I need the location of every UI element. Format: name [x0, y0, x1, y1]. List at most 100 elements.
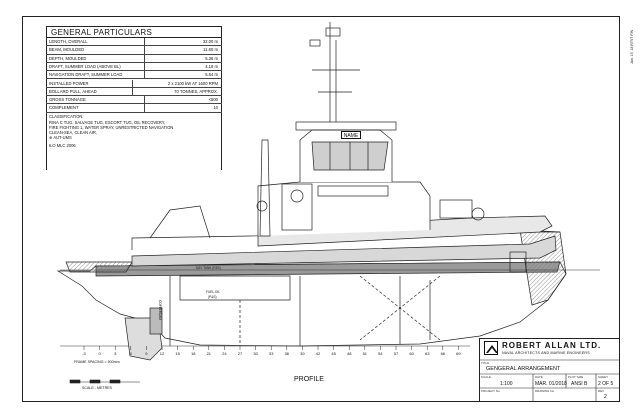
general-particulars-title: GENERAL PARTICULARS	[46, 26, 222, 38]
frame-number: 51	[363, 351, 368, 356]
frame-number: 57	[394, 351, 399, 356]
gp-value: 70 TONNES, APPROX.	[174, 88, 218, 94]
name-plate: NAME	[341, 131, 361, 139]
gp-value: 4.18 m	[205, 63, 218, 69]
classification-label: CLASSIFICATION:	[49, 114, 84, 119]
gp-label: GROSS TONNAGE	[49, 97, 86, 103]
title-block-grid	[479, 359, 620, 402]
gp-value: 32.00 m	[202, 39, 218, 44]
gp-row: BEAM, MOULDED 11.60 m	[46, 46, 222, 55]
scale-caption: SCALE - METRES	[82, 386, 112, 390]
general-particulars-table: GENERAL PARTICULARS LENGTH, OVERALL 32.00…	[46, 26, 222, 342]
frame-number: 0	[98, 351, 101, 356]
plot-caption: PLOT SIZE	[568, 375, 584, 379]
gp-value: 2 x 2100 kW AT 1600 RPM	[167, 80, 218, 86]
frame-number: 39	[300, 351, 305, 356]
frame-number: 3	[114, 351, 117, 356]
plot-value: ANSI B	[571, 381, 588, 387]
deckhouse-door	[281, 183, 313, 231]
gp-value: 5.54 m	[205, 72, 218, 78]
frame-number: 27	[238, 351, 243, 356]
gp-row: DRAFT, SUMMER LOAD (ABOVE BL) 4.18 m	[46, 62, 222, 72]
gp-label: INSTALLED POWER	[49, 80, 89, 86]
fender-lower	[131, 235, 557, 267]
frame-number: 18	[191, 351, 196, 356]
gp-row: BOLLARD PULL, AHEAD 70 TONNES, APPROX.	[46, 87, 222, 97]
frame-number: 24	[222, 351, 227, 356]
frame-number: 42	[316, 351, 321, 356]
deckhouse	[257, 181, 431, 236]
gp-label: LENGTH, OVERALL	[49, 39, 88, 44]
frame-number: 33	[269, 351, 274, 356]
wheelhouse-roof	[295, 121, 397, 131]
project-caption: PROJECT No.	[481, 389, 501, 393]
stern-deck-equipment	[149, 205, 211, 239]
title-block	[479, 338, 620, 402]
sheet-value: 2 OF 5	[598, 381, 614, 387]
frame-number: 36	[285, 351, 290, 356]
gp-row: DEPTH, MOULDED 5.36 m	[46, 54, 222, 63]
rev-value: 2	[604, 394, 607, 400]
gp-value: <500	[208, 97, 218, 103]
classification-line: FIRE FIGHTING 1, WATER SPRAY, UNRESTRICT…	[49, 125, 174, 130]
date-caption: DATE	[535, 375, 543, 379]
gp-value: 5.36 m	[205, 55, 218, 61]
scale-bar	[69, 379, 140, 384]
bow-thruster	[509, 251, 527, 273]
deckhouse-window-band	[317, 185, 389, 197]
aft-crane	[259, 139, 271, 237]
drawing-no-caption: DRAWING No.	[535, 389, 555, 393]
frame-spacing-note: FRAME SPACING = 500mm	[74, 360, 120, 364]
frame-number: 6	[130, 351, 133, 356]
gp-row: COMPLEMENT 10	[46, 104, 222, 113]
company-subtitle: NAVAL ARCHITECTS AND MARINE ENGINEERS	[502, 351, 590, 355]
gp-label: BOLLARD PULL, AHEAD	[49, 88, 97, 94]
title-caption: TITLE	[481, 361, 490, 365]
classification-line: RINA C TUG, SALVAGE TUG, ESCORT TUG, OIL…	[49, 120, 166, 125]
fuel-oil-label: FUEL OIL	[206, 290, 221, 294]
frame-number: 54	[378, 351, 383, 356]
gp-label: NAVIGATION DRAFT, SUMMER LOAD	[49, 72, 123, 78]
day-tank-label: DAY TANK (P&S)	[196, 266, 221, 270]
gp-row: INSTALLED POWER 2 x 2100 kW AT 1600 RPM	[46, 79, 222, 88]
fuel-oil-sub-label: (P&S)	[208, 295, 217, 299]
frame-number: -3	[82, 351, 86, 356]
frame-ticks	[83, 346, 459, 350]
gp-row: NAVIGATION DRAFT, SUMMER LOAD 5.54 m	[46, 71, 222, 80]
profile-label: PROFILE	[294, 376, 324, 383]
gp-row: GROSS TONNAGE <500	[46, 96, 222, 105]
gp-label: COMPLEMENT	[49, 105, 79, 111]
frame-number: 9	[145, 351, 148, 356]
drawing-title: GENGERAL ARRANGEMENT	[486, 366, 561, 372]
porthole	[290, 189, 304, 203]
drawing-border	[22, 16, 620, 402]
rev-caption: REV	[598, 389, 605, 393]
gp-label: DRAFT, SUMMER LOAD (ABOVE BL)	[49, 63, 121, 69]
frame-number: 21	[207, 351, 212, 356]
frame-number: 60	[409, 351, 414, 356]
frame-number: 12	[160, 351, 165, 356]
frame-number: 30	[253, 351, 258, 356]
gp-value: 11.60 m	[203, 47, 218, 53]
frame-number: 66	[441, 351, 446, 356]
sheet-caption: SHEET	[598, 375, 609, 379]
frame-number: 48	[347, 351, 352, 356]
scale-caption-tb: SCALE	[481, 375, 491, 379]
classification-block: CLASSIFICATION: RINA C TUG, SALVAGE TUG,…	[46, 114, 222, 164]
frame-number: 45	[331, 351, 336, 356]
gp-row: LENGTH, OVERALL 32.00 m	[46, 38, 222, 47]
frame-number: 63	[425, 351, 430, 356]
frame-number: 15	[175, 351, 180, 356]
gp-label: BEAM, MOULDED	[49, 47, 85, 53]
gp-value: 10	[213, 105, 218, 111]
classification-line: CLEAN-SEA, CLEAN AIR,	[49, 130, 98, 135]
stern-hatch	[65, 261, 133, 273]
scale-value: 1:100	[500, 381, 513, 387]
gp-label: DEPTH, MOULDED	[49, 55, 87, 61]
frame-number: 69	[456, 351, 461, 356]
tank-outline	[179, 275, 291, 301]
classification-line: ⊕ AUT-UMS	[49, 135, 72, 140]
ilo-note: ILO MLC 2006	[49, 143, 76, 148]
